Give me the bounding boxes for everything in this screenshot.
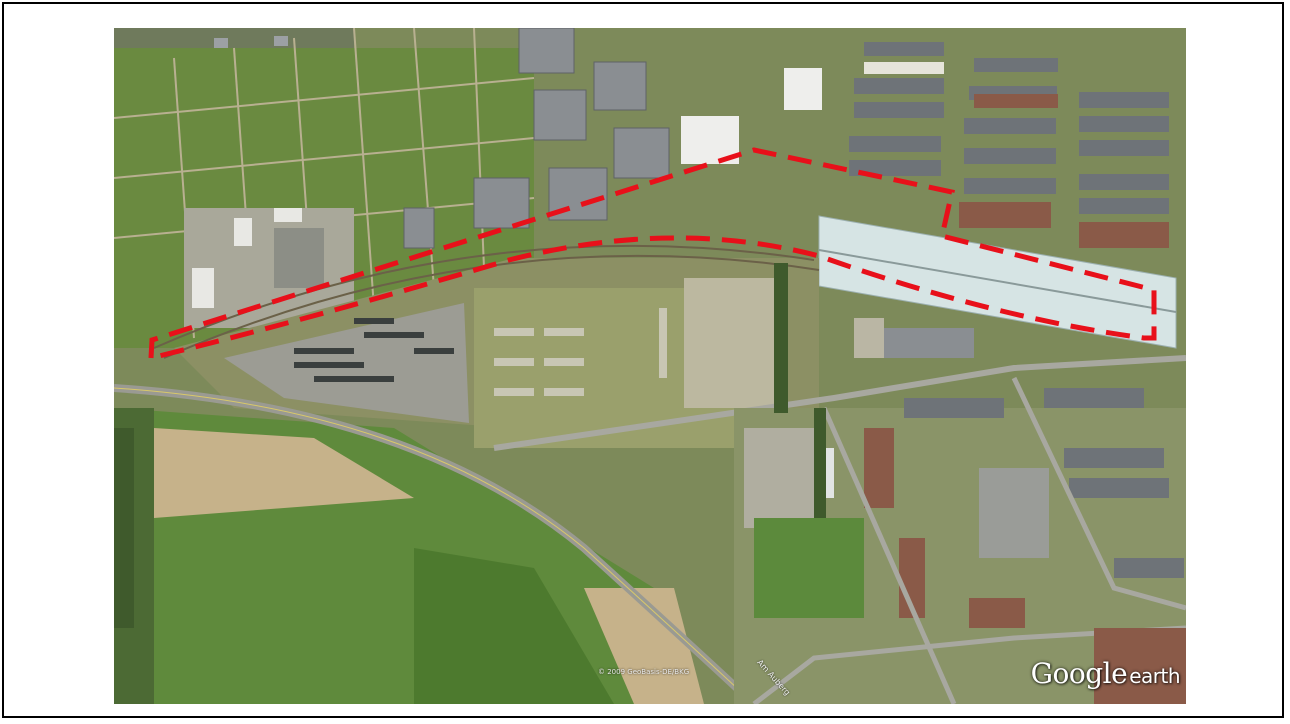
map-imagery [114, 28, 1186, 704]
copyright-text: © 2009 GeoBasis-DE/BKG [598, 668, 690, 676]
watermark-brand: Google [1030, 657, 1128, 690]
annotation-outline [148, 147, 1157, 362]
watermark-product: earth [1129, 664, 1180, 688]
